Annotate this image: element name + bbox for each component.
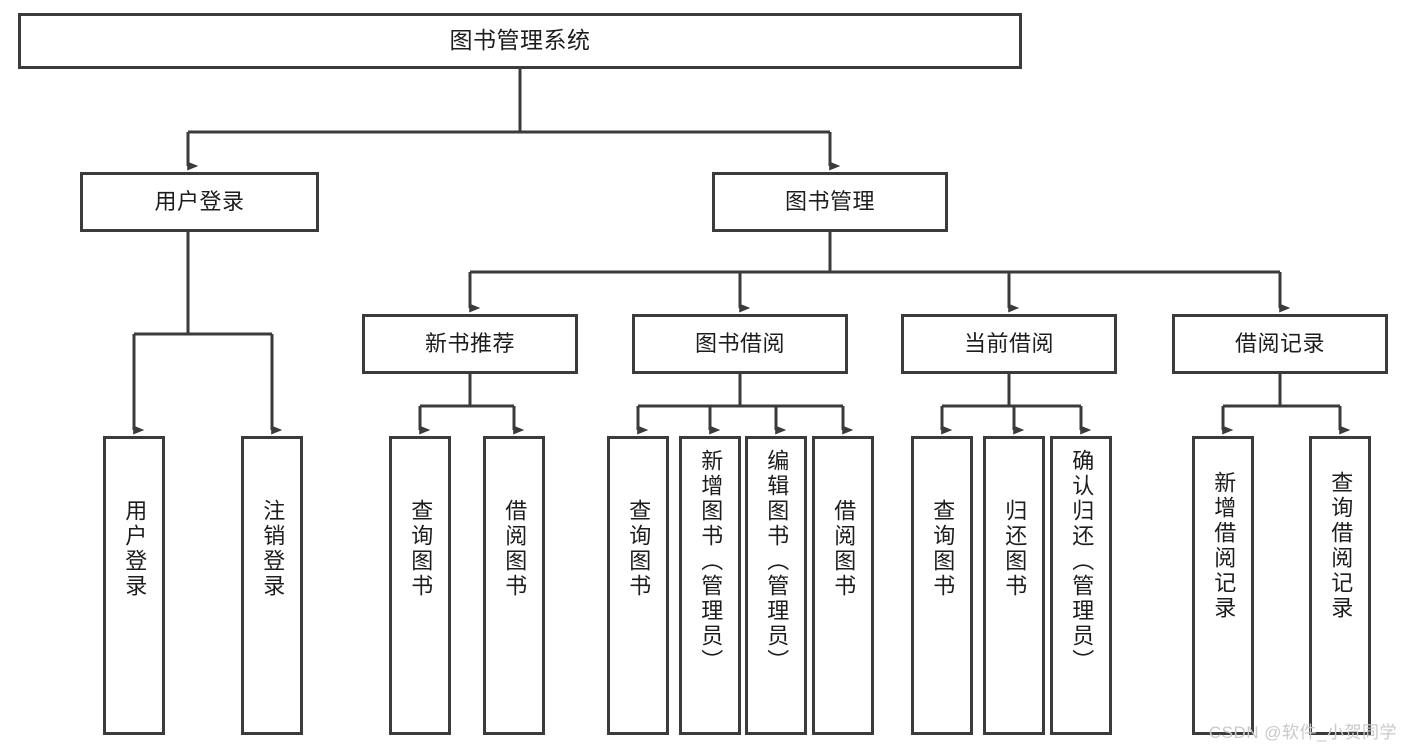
node-new-book-recommend[interactable]: 新书推荐 [362,314,578,374]
leaf-query-book-borrow[interactable]: 查询图书 [607,436,669,735]
leaf-query-book-newbook-label: 查询图书 [408,499,434,599]
node-book-borrow-label: 图书借阅 [694,331,785,357]
node-book-management[interactable]: 图书管理 [712,172,948,232]
leaf-confirm-return-admin[interactable]: 确认归还（管理员） [1050,436,1112,735]
node-new-book-recommend-label: 新书推荐 [424,331,515,357]
leaf-edit-book-admin[interactable]: 编辑图书（管理员） [745,436,807,735]
leaf-add-book-admin-label: 新增图书（管理员） [698,449,724,674]
leaf-query-book-borrow-label: 查询图书 [626,499,652,599]
leaf-add-borrow-record-label: 新增借阅记录 [1211,471,1237,621]
leaf-user-login[interactable]: 用户登录 [103,436,165,735]
node-borrow-record-label: 借阅记录 [1234,331,1325,357]
node-borrow-record[interactable]: 借阅记录 [1172,314,1388,374]
node-user-login[interactable]: 用户登录 [80,172,319,232]
csdn-watermark: CSDN @软件_小贺同学 [1208,723,1397,742]
leaf-return-book[interactable]: 归还图书 [983,436,1045,735]
leaf-borrow-book-newbook-label: 借阅图书 [502,499,528,599]
leaf-query-borrow-record[interactable]: 查询借阅记录 [1309,436,1371,735]
leaf-borrow-book-newbook[interactable]: 借阅图书 [483,436,545,735]
leaf-confirm-return-admin-label: 确认归还（管理员） [1069,449,1095,674]
node-current-borrow[interactable]: 当前借阅 [901,314,1117,374]
leaf-query-book-newbook[interactable]: 查询图书 [389,436,451,735]
leaf-logout-label: 注销登录 [260,499,286,599]
node-user-login-label: 用户登录 [154,189,245,215]
node-book-borrow[interactable]: 图书借阅 [632,314,848,374]
node-root-label: 图书管理系统 [449,27,591,54]
leaf-query-borrow-record-label: 查询借阅记录 [1328,471,1354,621]
node-current-borrow-label: 当前借阅 [963,331,1054,357]
leaf-return-book-label: 归还图书 [1002,499,1028,599]
leaf-add-book-admin[interactable]: 新增图书（管理员） [679,436,741,735]
leaf-borrow-book-borrow[interactable]: 借阅图书 [812,436,874,735]
leaf-add-borrow-record[interactable]: 新增借阅记录 [1192,436,1254,735]
leaf-borrow-book-borrow-label: 借阅图书 [831,499,857,599]
leaf-edit-book-admin-label: 编辑图书（管理员） [764,449,790,674]
node-book-management-label: 图书管理 [784,189,875,215]
leaf-query-book-current[interactable]: 查询图书 [911,436,973,735]
leaf-logout[interactable]: 注销登录 [241,436,303,735]
leaf-user-login-label: 用户登录 [122,499,148,599]
leaf-query-book-current-label: 查询图书 [930,499,956,599]
node-root[interactable]: 图书管理系统 [18,13,1022,69]
